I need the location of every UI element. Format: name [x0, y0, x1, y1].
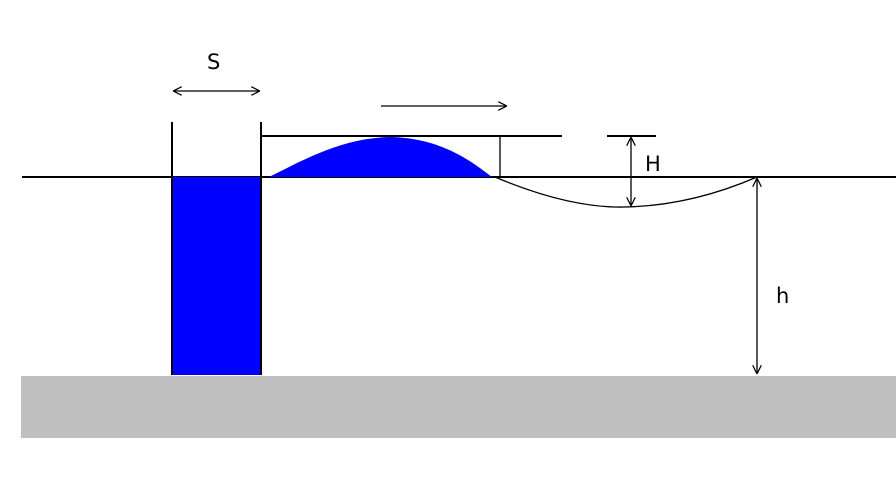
- wave-height-label: H: [645, 152, 661, 176]
- wave-trough: [494, 176, 758, 208]
- stroke-label: S: [207, 50, 220, 74]
- wavemaker-water-column: [172, 177, 261, 375]
- water-depth-label: h: [776, 284, 789, 308]
- sea-bed: [21, 376, 896, 438]
- wave-crest: [269, 137, 492, 177]
